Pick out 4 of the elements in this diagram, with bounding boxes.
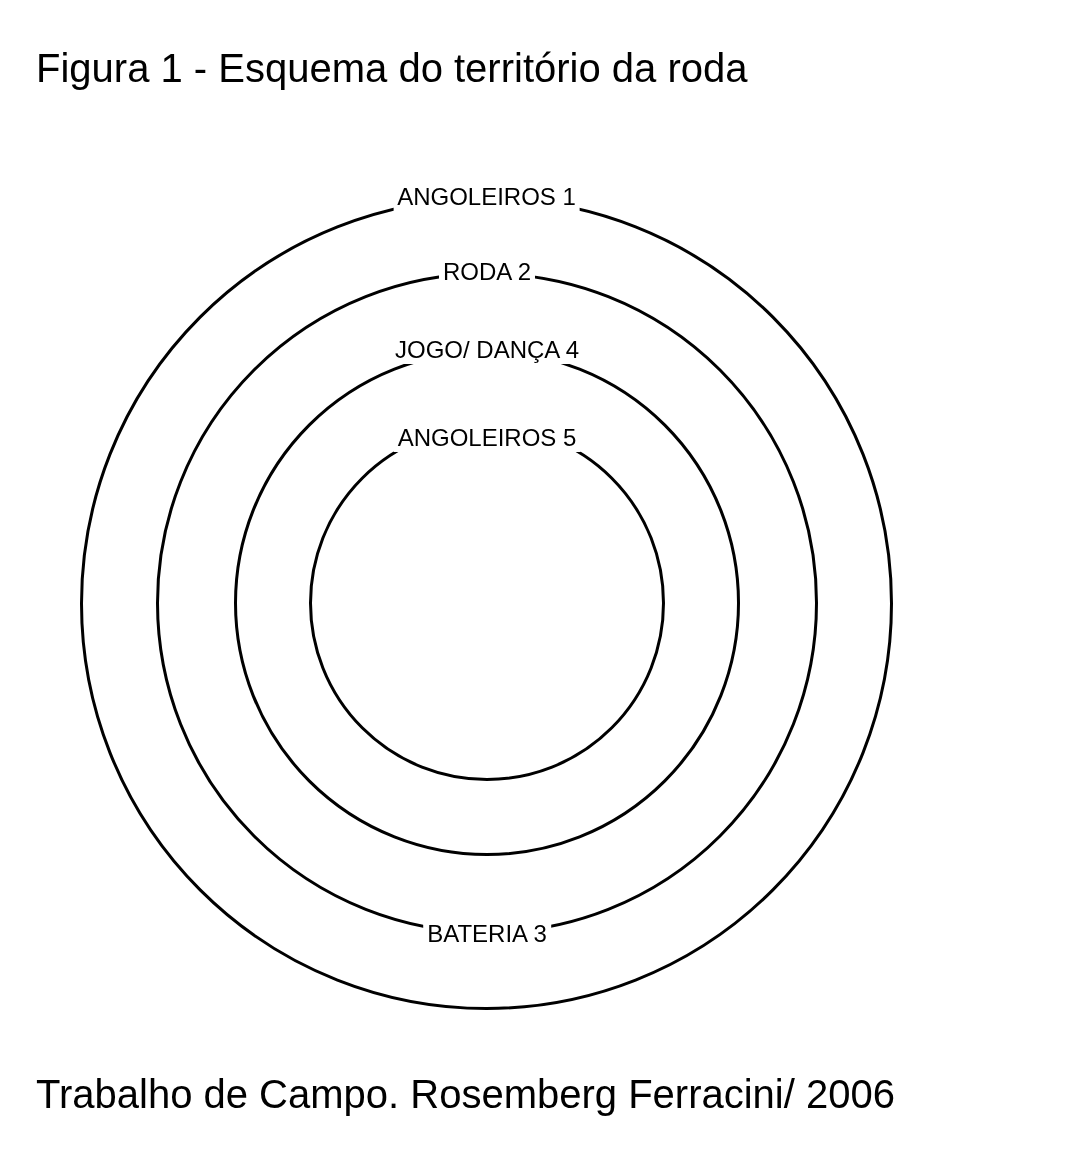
ring-label: ANGOLEIROS 5	[393, 424, 581, 452]
source-caption: Trabalho de Campo. Rosemberg Ferracini/ 2006	[36, 1072, 895, 1117]
ring-outline	[309, 425, 665, 781]
figure-title: Figura 1 - Esquema do território da roda	[36, 46, 748, 91]
